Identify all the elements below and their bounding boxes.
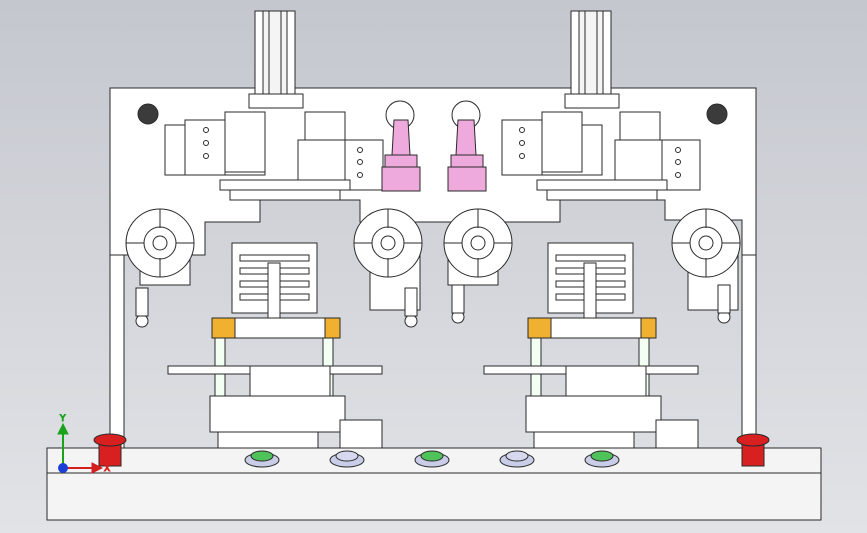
emergency-stop-left[interactable] [93, 433, 127, 467]
frame-leg-left [109, 249, 125, 449]
knob-left-a [135, 314, 149, 328]
rail-left [219, 179, 351, 191]
base-button-green[interactable] [414, 450, 450, 468]
y-axis-label: Y [59, 414, 66, 424]
clamp-block-right-b [614, 111, 701, 191]
clamp-block-right-a [501, 111, 603, 176]
frame-leg-right [741, 249, 757, 449]
nozzle-left [381, 100, 421, 192]
base-button-row [244, 450, 620, 468]
column-right [564, 10, 620, 109]
y-arrow-head [57, 422, 69, 435]
cylinder-left-inner [353, 208, 423, 311]
rail-right-lower [546, 189, 658, 201]
press-unit-left [167, 242, 383, 449]
clamp-block-left-a [164, 111, 266, 176]
cylinder-left-outer [125, 208, 195, 286]
rail-right [536, 179, 668, 191]
rail-left-lower [229, 189, 341, 201]
base-button-white[interactable] [329, 450, 365, 468]
rod-right-b [717, 284, 731, 314]
rod-left-a [135, 287, 149, 317]
x-axis-label: X [104, 464, 110, 474]
coordinate-triad: Y X [57, 414, 111, 475]
rod-left-b [404, 287, 418, 317]
cylinder-right-inner [443, 208, 513, 286]
column-left [248, 10, 304, 109]
knob-left-b [404, 314, 418, 328]
base-button-white[interactable] [499, 450, 535, 468]
frame-hole-right [706, 103, 728, 125]
press-unit-right [483, 242, 699, 449]
z-axis-dot [58, 463, 68, 473]
clamp-block-left-b [297, 111, 384, 191]
emergency-stop-right[interactable] [736, 433, 770, 467]
base-button-green[interactable] [244, 450, 280, 468]
nozzle-right [447, 100, 487, 192]
x-arrow-head [91, 462, 104, 474]
frame-hole-left [137, 103, 159, 125]
base-button-green[interactable] [584, 450, 620, 468]
rod-right-a [451, 284, 465, 314]
